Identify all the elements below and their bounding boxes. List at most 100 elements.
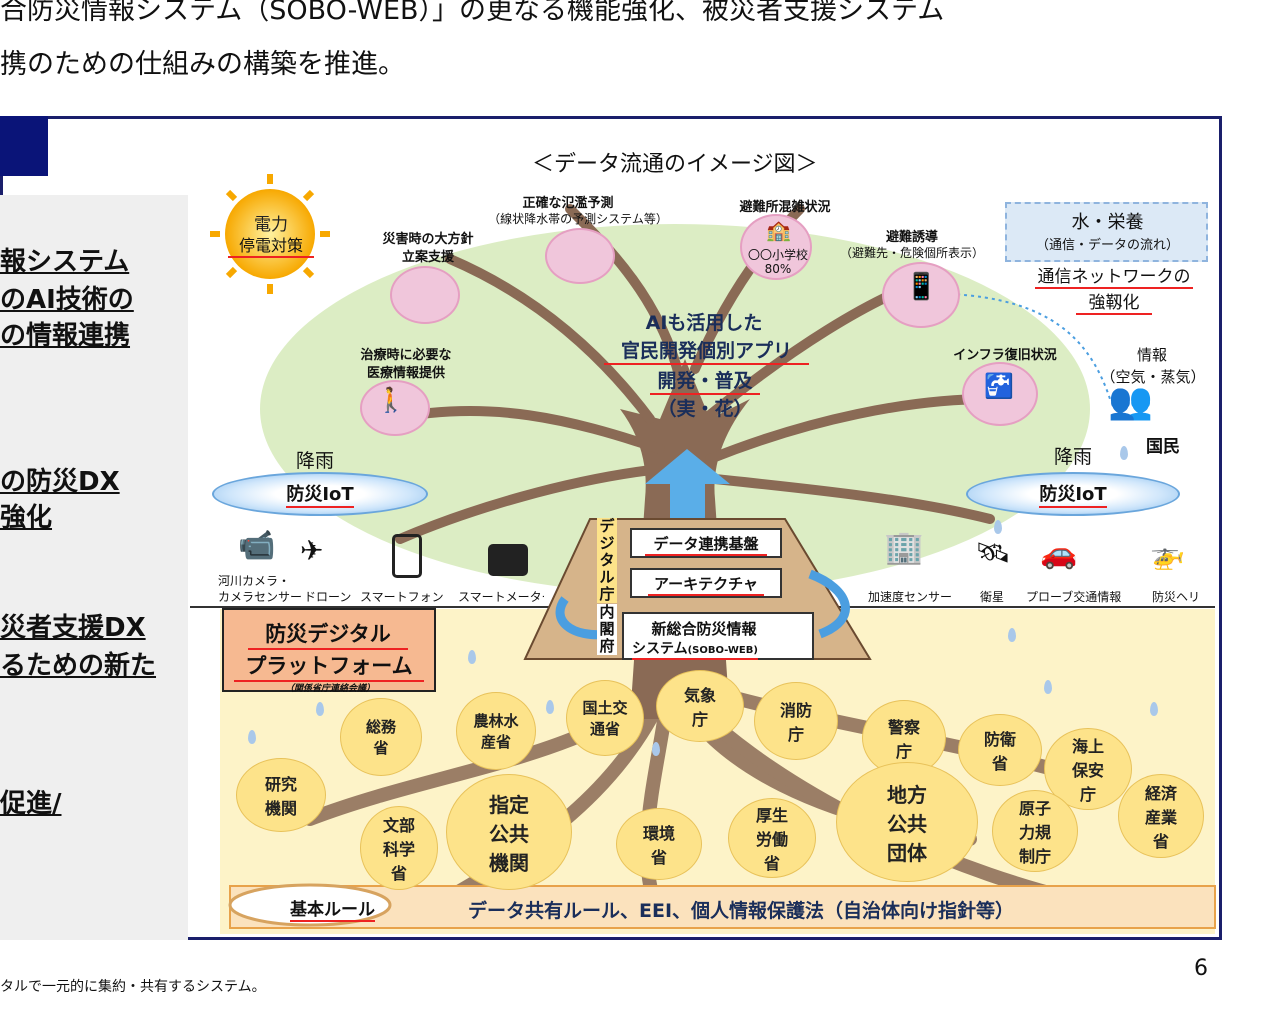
stretcher-icon: 🚶 (376, 386, 406, 414)
left-item-1c: の情報連携 (0, 321, 131, 351)
flow-arrow (949, 293, 1111, 400)
rain-right-label: 降雨 (1054, 446, 1093, 468)
iot-left-cloud: 防災IoT (212, 472, 428, 516)
device-label-meter: スマートメーター (458, 590, 544, 604)
camera-icon: 📹 (238, 528, 276, 563)
left-item-1a: 報システム (0, 247, 130, 277)
intro-line-1: 合防災情報システム（SOBO-WEB）」の更なる機能強化、被災者支援システム (0, 0, 945, 26)
gov-kenkyu: 研究機関 (236, 758, 326, 832)
left-item-4: 促進/ (0, 789, 62, 819)
power-label: 電力 (254, 215, 288, 235)
gov-kokudo-label: 国土交通省 (582, 699, 628, 738)
up-arrow (645, 449, 730, 519)
helicopter-icon: 🚁 (1150, 538, 1185, 571)
gov-genshiryoku-label: 原子力規制庁 (1018, 799, 1051, 866)
water-label: 水・栄養 (1071, 212, 1144, 233)
infra-title: インフラ復旧状況 (953, 348, 1057, 363)
gov-kaijo-label: 海上保安庁 (1071, 737, 1104, 804)
gov-kankyo-label: 環境省 (642, 824, 675, 867)
sobo-label-line: システム(SOBO-WEB) (632, 638, 758, 660)
comm-label-1: 通信ネットワークの (1035, 262, 1193, 289)
center-title-2: 官民開発個別アプリ (604, 336, 809, 365)
architecture-box (630, 568, 782, 598)
gov-boei-label: 防衛省 (983, 730, 1016, 773)
water-drop (994, 520, 1002, 534)
architecture-label: アーキテクチャ (648, 573, 764, 596)
device-label-smartphone: スマートフォン (360, 590, 444, 604)
rule-bar (229, 885, 1216, 929)
gov-chiho: 地方公共団体 (836, 762, 978, 882)
gov-somu: 総務省 (340, 698, 422, 776)
platform-label-1: 防災デジタル (248, 618, 408, 650)
left-item-2a: の防災DX (0, 467, 120, 497)
water-drop (316, 702, 324, 716)
car-icon: 🚗 (1040, 536, 1078, 571)
rule-text: データ共有ルール、EEI、個人情報保護法（自治体向け指針等） (468, 900, 1015, 922)
shelter-percent: 80% (764, 262, 792, 276)
policy-image (390, 266, 460, 324)
water-drop (652, 742, 660, 756)
center-title-1: AIも活用した (645, 312, 763, 334)
intro-line-2: 携のための仕組みの構築を推進。 (0, 49, 405, 80)
water-drop (248, 730, 256, 744)
water-drop (1008, 628, 1016, 642)
guide-title: 避難誘導 (885, 230, 938, 245)
water-drop (468, 650, 476, 664)
iot-right-cloud: 防災IoT (966, 472, 1180, 516)
flood-image (545, 228, 615, 284)
left-item-3a: 災者支援DX (0, 613, 146, 643)
water-drop (1150, 702, 1158, 716)
info-sub: （空気・蒸気） (1100, 368, 1206, 386)
sobo-label-2: システム (632, 641, 688, 657)
school-icon: 🏫 (766, 218, 791, 242)
device-label-probe: プローブ交通情報 (1026, 590, 1122, 604)
cycle-arrow-right (808, 569, 850, 639)
info-label: 情報 (1136, 346, 1167, 364)
shelter-circle (740, 214, 812, 280)
device-label-satellite: 衛星 (980, 590, 1005, 604)
gov-keizai: 経済産業省 (1118, 774, 1204, 858)
medical-sub: 医療情報提供 (366, 366, 445, 381)
gov-keisatsu-label: 警察庁 (887, 718, 920, 761)
rule-badge (228, 883, 392, 927)
gov-shobo-label: 消防庁 (779, 701, 812, 744)
gov-kosei: 厚生労働省 (728, 798, 816, 878)
gov-norin: 農林水産省 (456, 692, 536, 770)
gov-kisho-label: 気象庁 (683, 686, 716, 729)
gov-monka-label: 文部科学省 (382, 816, 415, 883)
sobo-label-3: (SOBO-WEB) (687, 645, 758, 656)
gov-kokudo: 国土交通省 (566, 680, 644, 756)
platform-box (222, 608, 436, 692)
left-item-2b: 強化 (0, 503, 53, 533)
faucet-icon: 🚰 (984, 372, 1014, 400)
platform-label-2: プラットフォーム (234, 650, 424, 682)
iot-left-label: 防災IoT (286, 480, 354, 508)
rain-left-label: 降雨 (296, 450, 335, 472)
gov-chiho-label: 地方公共団体 (887, 782, 927, 865)
gov-shitei-label: 指定公共機関 (489, 792, 529, 875)
water-drop (546, 700, 554, 714)
device-label-heli: 防災ヘリ (1152, 590, 1201, 604)
footer-note: タルで一元的に集約・共有するシステム。 (0, 979, 266, 995)
guide-circle (882, 262, 960, 328)
comm-label-2: 強靱化 (1076, 288, 1152, 315)
shelter-school: 〇〇小学校 (747, 248, 808, 262)
sobo-label-1: 新総合防災情報 (651, 620, 757, 638)
gov-somu-label: 総務省 (365, 718, 396, 757)
platform-label-3: （関係省庁連絡会議） (284, 684, 375, 694)
water-box (1005, 202, 1208, 262)
device-label-camera-1: 河川カメラ・ (218, 574, 291, 588)
water-drop (1120, 446, 1128, 460)
medical-circle (360, 380, 430, 436)
smartphone-map-icon: 📱 (905, 272, 938, 302)
center-title-4: （実・花） (657, 398, 753, 420)
device-label-accel: 加速度センサー (868, 590, 953, 604)
guide-sub: （避難先・危険個所表示） (839, 246, 984, 260)
gov-shitei: 指定公共機関 (446, 774, 572, 890)
gov-kenkyu-label: 研究機関 (264, 775, 297, 818)
flow-label: （通信・データの流れ） (1035, 238, 1179, 253)
iot-right-label: 防災IoT (1039, 480, 1107, 508)
citizens-label: 国民 (1146, 437, 1180, 457)
gov-boei: 防衛省 (958, 714, 1042, 786)
flood-title: 正確な氾濫予測 (522, 196, 614, 211)
